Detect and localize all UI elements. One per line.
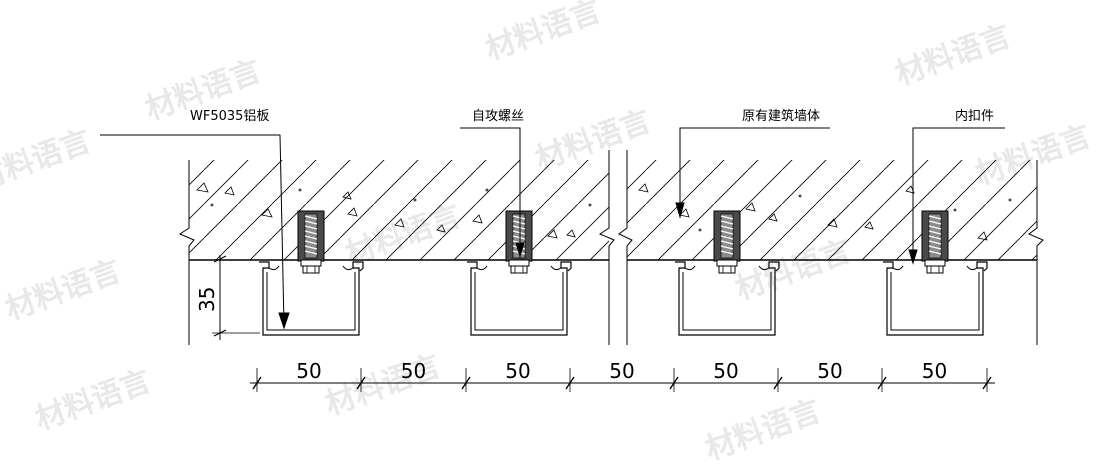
aluminium-channel: [675, 261, 780, 336]
screw-thread: [928, 215, 942, 255]
dimension-width-value: 50: [713, 359, 738, 383]
dimension-chain: 50 50 50 50 50 50 50: [250, 359, 995, 392]
aluminium-channel: [259, 261, 364, 336]
watermark-text: 材料语言: [1, 254, 126, 328]
dimension-width-value: 50: [609, 359, 634, 383]
screw-head: [924, 259, 946, 267]
clip-lip: [476, 265, 488, 271]
screw-thread: [304, 215, 318, 255]
screw-washer: [718, 265, 736, 274]
clip-lip: [268, 265, 280, 271]
aluminium-channel-inner: [266, 272, 356, 331]
aluminium-channel-inner: [474, 272, 564, 331]
label-clip: 内扣件: [955, 108, 994, 124]
dimension-width-value: 50: [922, 359, 947, 383]
screw-washer: [926, 265, 944, 274]
clip-lip: [342, 265, 354, 271]
clip-lip: [966, 265, 978, 271]
dimension-width-value: 50: [505, 359, 530, 383]
screw-head: [508, 259, 530, 267]
dimension-height-value: 35: [195, 287, 219, 312]
screw-washer: [510, 265, 528, 274]
watermark-text: 材料语言: [321, 349, 446, 423]
aluminium-channel-inner: [682, 272, 772, 331]
watermark-text: 材料语言: [31, 364, 156, 438]
existing-wall: [178, 150, 1044, 345]
dimension-height: 35: [195, 255, 260, 340]
dimension-width-value: 50: [296, 359, 321, 383]
aluminium-channel: [467, 261, 572, 336]
label-screw: 自攻螺丝: [472, 109, 524, 124]
label-panel: WF5035铝板: [190, 109, 269, 124]
aluminium-channel-inner: [890, 272, 980, 331]
callout-labels: WF5035铝板 自攻螺丝 原有建筑墙体 内扣件: [190, 108, 994, 124]
aluminium-channel: [883, 261, 988, 336]
watermark-text: 材料语言: [481, 0, 606, 68]
dimension-width-value: 50: [401, 359, 426, 383]
watermark-text: 材料语言: [701, 394, 826, 468]
clip-lip: [892, 265, 904, 271]
screw-washer: [302, 265, 320, 274]
watermark-text: 材料语言: [891, 19, 1016, 93]
screw-thread: [720, 215, 734, 255]
clip-lip: [684, 265, 696, 271]
leader-lines: [100, 127, 1005, 330]
watermark-text: 材料语言: [0, 124, 95, 198]
clip-lip: [758, 265, 770, 271]
clip-lip: [550, 265, 562, 271]
dimension-width-value: 50: [817, 359, 842, 383]
screw-head: [300, 259, 322, 267]
label-wall: 原有建筑墙体: [742, 108, 820, 124]
screw-head: [716, 259, 738, 267]
